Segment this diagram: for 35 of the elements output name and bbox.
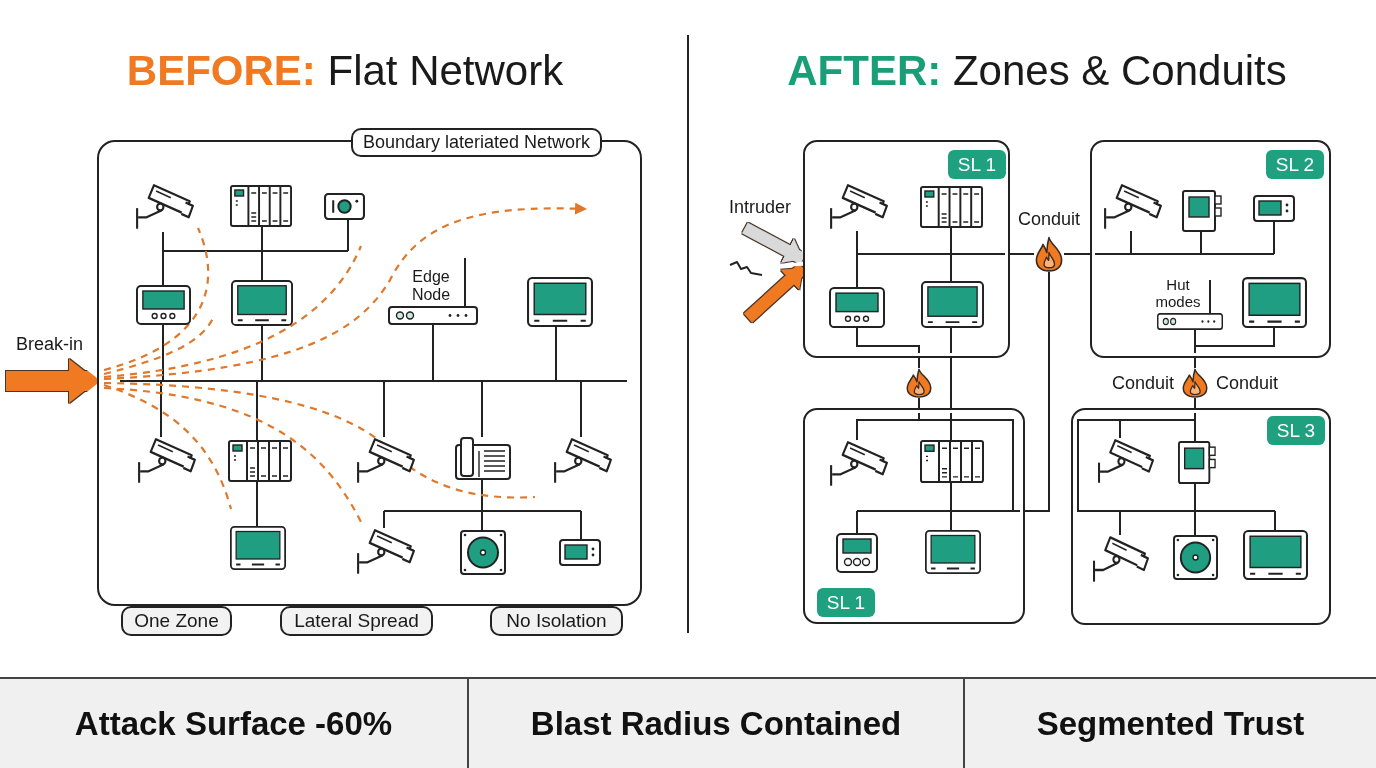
conduit-label: Conduit — [1216, 373, 1279, 394]
connector-line — [1024, 271, 1050, 512]
security-zone — [1090, 140, 1331, 358]
connector-line — [918, 397, 920, 409]
device-label: Edge Node — [410, 268, 452, 304]
connector-line — [918, 357, 920, 369]
security-level-badge: SL 3 — [1267, 416, 1325, 445]
security-zone — [1071, 408, 1331, 625]
network-tag: One Zone — [121, 606, 232, 636]
block-arrow — [6, 359, 97, 403]
security-zone — [803, 408, 1025, 624]
conduit-label: Conduit — [1111, 373, 1174, 394]
security-zone — [803, 140, 1010, 358]
block-arrow — [742, 222, 806, 265]
connector-line — [1194, 357, 1196, 369]
security-level-badge: SL 2 — [1266, 150, 1324, 179]
network-tag: No Isolation — [490, 606, 623, 636]
summary-panel: Blast Radius Contained — [467, 677, 963, 768]
security-level-badge: SL 1 — [948, 150, 1006, 179]
summary-panel: Attack Surface -60% — [0, 677, 467, 768]
connector-line — [1194, 397, 1196, 409]
flame-icon — [1181, 368, 1209, 398]
device-label: Hut modes — [1154, 277, 1202, 310]
conduit-label: Conduit — [1018, 209, 1080, 230]
network-tag: Lateral Spread — [280, 606, 433, 636]
flame-icon — [905, 368, 933, 398]
panel-title: BEFORE: Flat Network — [126, 48, 564, 95]
panel-title: AFTER: Zones & Conduits — [787, 48, 1287, 95]
boundary-label: Boundary lateriated Network — [351, 128, 603, 157]
connector-line — [950, 357, 952, 409]
connector-line — [1009, 253, 1035, 255]
flame-icon — [1034, 236, 1064, 272]
summary-panel: Segmented Trust — [963, 677, 1376, 768]
security-level-badge: SL 1 — [817, 588, 875, 617]
connector-line — [1063, 253, 1091, 255]
